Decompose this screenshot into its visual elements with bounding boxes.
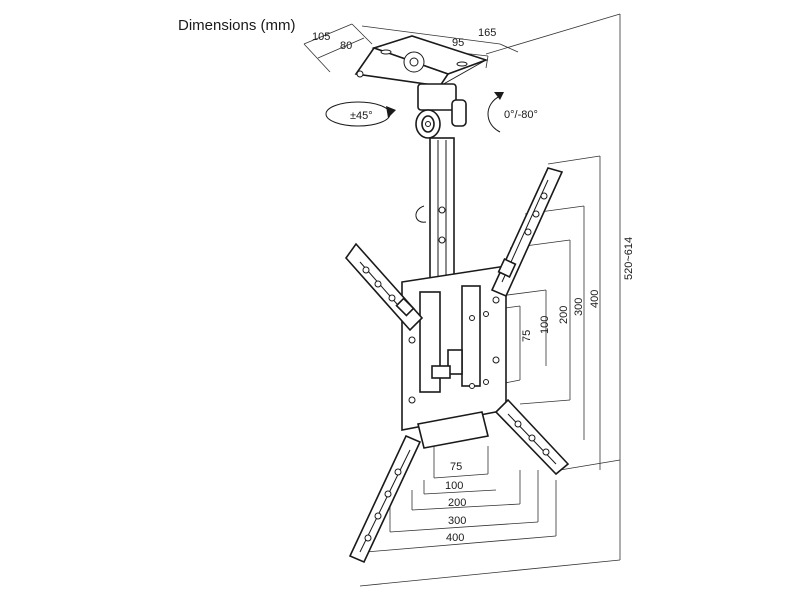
swivel-arrow-icon: [325, 101, 396, 127]
tilt-arrow-icon: [487, 92, 504, 133]
ceiling-plate: [354, 35, 489, 87]
v-dim-75-label: 75: [521, 330, 533, 342]
h-dim-300-label: 300: [448, 515, 466, 527]
dim-165-label: 165: [478, 27, 496, 39]
arm-lower-left: [348, 434, 422, 564]
h-dim-75-label: 75: [450, 461, 462, 473]
swivel-joint: [415, 83, 467, 139]
h-dim-200-label: 200: [448, 497, 466, 509]
telescopic-pole: [415, 137, 455, 279]
v-dim-300-label: 300: [573, 298, 585, 316]
dim-80-label: 80: [340, 40, 352, 52]
v-dim-200-label: 200: [558, 306, 570, 324]
arm-upper-right: [490, 167, 564, 298]
center-mount-plate: [401, 265, 507, 449]
dim-105-label: 105: [312, 31, 330, 43]
h-dim-400-label: 400: [446, 532, 464, 544]
v-dim-100-label: 100: [539, 316, 551, 334]
dim-95-label: 95: [452, 37, 464, 49]
h-dim-100-label: 100: [445, 480, 463, 492]
swivel-angle-label: ±45°: [350, 110, 373, 122]
tilt-angle-label: 0°/-80°: [504, 109, 538, 121]
horizontal-dimensions: [365, 446, 557, 553]
tilt-knob-icon: [425, 121, 431, 127]
height-dimension: [359, 13, 621, 587]
diagram-title: Dimensions (mm): [178, 17, 296, 34]
arm-lower-right: [494, 398, 570, 476]
v-dim-400-label: 400: [589, 290, 601, 308]
height-range-label: 520~614: [623, 237, 635, 280]
arm-upper-left: [344, 242, 424, 332]
